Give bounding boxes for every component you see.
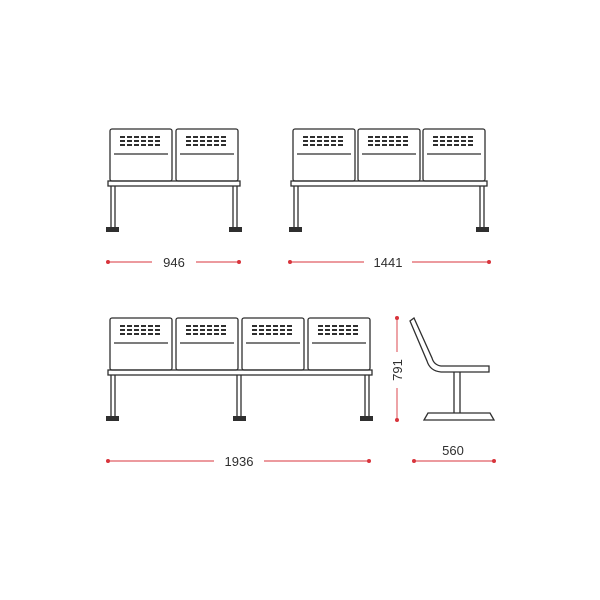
dimension-label-946: 946 <box>163 255 185 270</box>
bench-4-seat-front-view <box>106 317 373 421</box>
seat-module <box>109 317 173 371</box>
bench-3-seat-front-view <box>289 128 489 232</box>
seat-module <box>109 128 173 182</box>
dimension-label-560: 560 <box>442 443 464 458</box>
dimension-height-side: 791 <box>390 316 405 422</box>
dimension-label-791: 791 <box>390 359 405 381</box>
chair-side-view <box>409 316 496 421</box>
seat-module <box>175 317 239 371</box>
dimension-width-4-seat: 1936 <box>106 454 371 469</box>
seat-module <box>357 128 421 182</box>
seat-module <box>292 128 356 182</box>
dimension-depth-side: 560 <box>412 443 496 463</box>
seat-module <box>307 317 371 371</box>
dimension-width-3-seat: 1441 <box>288 255 491 270</box>
seat-module <box>175 128 239 182</box>
dimension-label-1441: 1441 <box>374 255 403 270</box>
seat-module <box>241 317 305 371</box>
dimension-label-1936: 1936 <box>225 454 254 469</box>
dimension-width-2-seat: 946 <box>106 255 241 270</box>
bench-2-seat-front-view <box>106 128 242 232</box>
seat-module <box>422 128 486 182</box>
